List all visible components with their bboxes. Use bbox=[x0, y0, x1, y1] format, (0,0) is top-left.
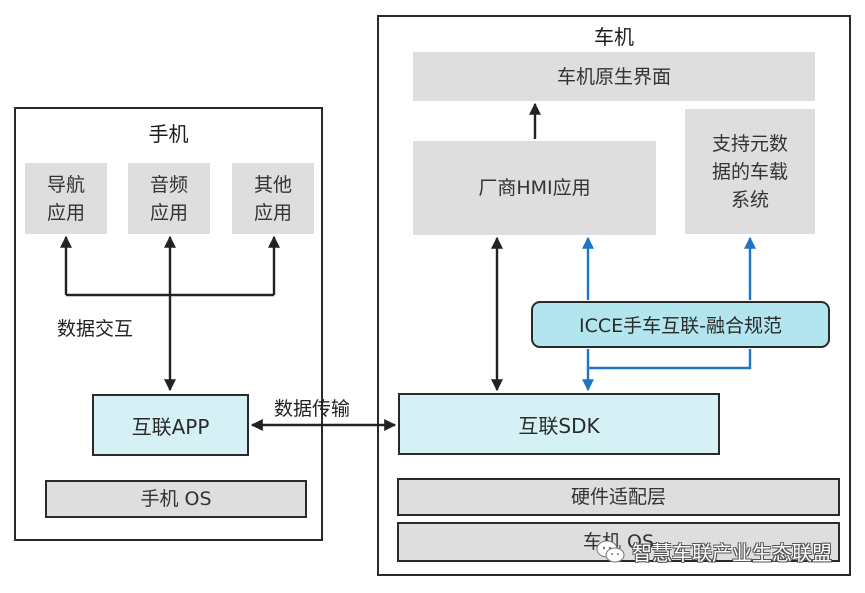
audio-app-box: 音频应用 bbox=[128, 163, 210, 234]
metadata-system-box: 支持元数 据的车载 系统 bbox=[685, 109, 815, 234]
vendor-hmi-box: 厂商HMI应用 bbox=[413, 141, 656, 235]
nav-app-line1: 导航 bbox=[46, 173, 85, 196]
phone-os-box: 手机 OS bbox=[45, 480, 307, 518]
audio-app-line1: 音频 bbox=[149, 173, 188, 196]
blue-spec-branch bbox=[588, 349, 752, 370]
data-transfer-label: 数据传输 bbox=[274, 398, 351, 420]
phone-title: 手机 bbox=[148, 122, 189, 146]
watermark: 智慧车联产业生态联盟 bbox=[596, 537, 832, 566]
car-title: 车机 bbox=[594, 25, 634, 49]
wechat-icon bbox=[596, 540, 625, 562]
link-sdk-box: 互联SDK bbox=[398, 393, 720, 455]
hw-adapter-box: 硬件适配层 bbox=[397, 478, 840, 516]
nav-app-line2: 应用 bbox=[46, 201, 85, 224]
metadata-line3: 系统 bbox=[730, 188, 769, 211]
data-interaction-label: 数据交互 bbox=[57, 318, 134, 340]
nav-app-box: 导航应用 bbox=[25, 163, 107, 234]
native-ui-box: 车机原生界面 bbox=[413, 52, 815, 101]
watermark-text: 智慧车联产业生态联盟 bbox=[632, 541, 832, 565]
other-app-box: 其他应用 bbox=[232, 163, 314, 234]
other-app-line1: 其他 bbox=[253, 173, 292, 196]
metadata-line2: 据的车载 bbox=[711, 160, 788, 183]
metadata-line1: 支持元数 bbox=[711, 132, 788, 155]
audio-app-line2: 应用 bbox=[149, 201, 188, 224]
link-app-box: 互联APP bbox=[92, 394, 249, 456]
icce-spec-box: ICCE手车互联-融合规范 bbox=[531, 301, 830, 348]
other-app-line2: 应用 bbox=[253, 201, 292, 224]
